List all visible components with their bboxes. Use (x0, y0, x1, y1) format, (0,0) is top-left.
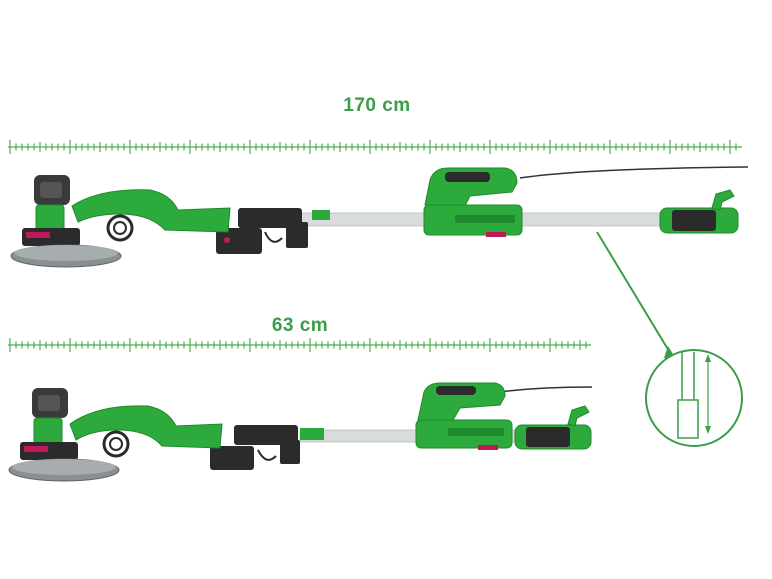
extended-length-label: 170 cm (343, 95, 410, 116)
extended-ruler (8, 140, 742, 154)
drywall-sander-extended-icon (10, 166, 749, 268)
retracted-ruler (8, 338, 591, 352)
drywall-sander-retracted-icon (8, 382, 593, 482)
telescopic-tube-detail-icon (596, 231, 743, 447)
retracted-length-label: 63 cm (272, 315, 328, 336)
